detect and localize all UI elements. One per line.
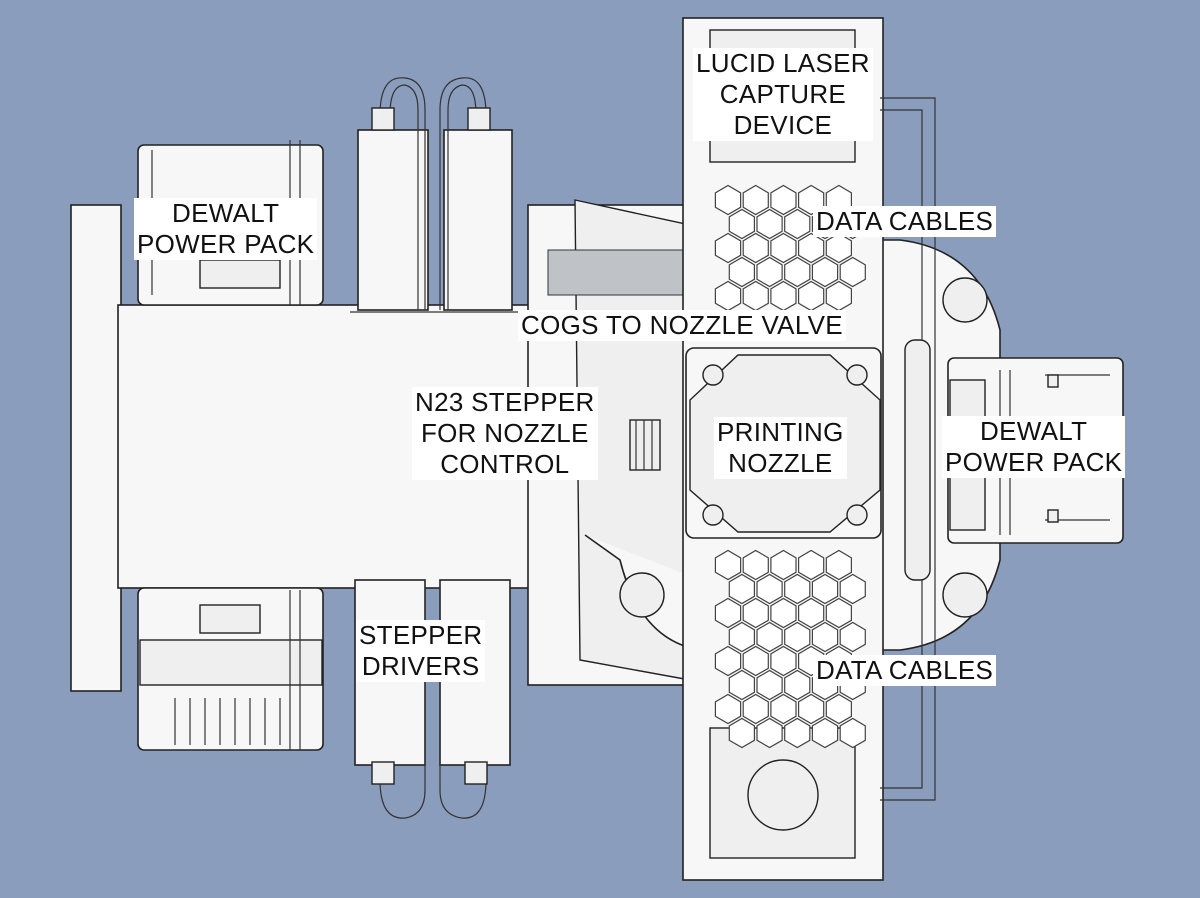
stepper-drivers-top [350, 77, 520, 313]
hex-cell [784, 208, 811, 240]
hex-cell [839, 256, 866, 288]
hex-cell [784, 256, 811, 288]
stepper-drivers-bottom [354, 579, 511, 819]
hex-cell [756, 621, 783, 653]
hex-cell [797, 597, 825, 629]
hex-cell [742, 232, 769, 264]
hex-cell [770, 645, 797, 677]
hex-cell [728, 256, 756, 288]
label-dewalt-power-pack-left: DEWALT POWER PACK [134, 198, 318, 260]
hex-cell [784, 717, 811, 749]
hex-cell [811, 256, 839, 288]
hex-cell [839, 573, 866, 605]
hex-cell [714, 693, 742, 725]
hex-cell [714, 184, 742, 216]
label-n23-stepper: N23 STEPPER FOR NOZZLE CONTROL [412, 387, 598, 480]
mount-bolt [942, 572, 988, 618]
hex-cell [742, 597, 769, 629]
hex-cell [742, 693, 769, 725]
hex-cell [811, 621, 839, 653]
hex-cell [839, 621, 866, 653]
hex-cell [784, 573, 811, 605]
hex-cell [770, 549, 797, 581]
hex-cell [714, 597, 742, 629]
hex-cell [728, 208, 756, 240]
hex-cell [811, 573, 839, 605]
hex-cell [728, 669, 756, 701]
mount-bolt [942, 277, 988, 323]
bottom-lens [747, 759, 819, 831]
data-cable-conduit [880, 97, 936, 801]
hex-cell [784, 621, 811, 653]
mount-bolt [619, 572, 665, 618]
cog-gear [547, 249, 689, 296]
hex-cell [825, 597, 853, 629]
hex-cell [770, 232, 797, 264]
label-printing-nozzle: PRINTING NOZZLE [714, 417, 847, 479]
hex-cell [742, 184, 769, 216]
hex-cell [770, 184, 797, 216]
hex-cell [797, 693, 825, 725]
hex-cell [825, 693, 853, 725]
label-lucid-laser-capture-device: LUCID LASER CAPTURE DEVICE [693, 48, 873, 141]
label-dewalt-power-pack-right: DEWALT POWER PACK [942, 416, 1126, 478]
hex-cell [825, 232, 853, 264]
hex-cell [756, 717, 783, 749]
label-stepper-drivers: STEPPER DRIVERS [356, 620, 486, 682]
label-data-cables-bottom: DATA CABLES [813, 655, 997, 686]
left-frame-bar [70, 204, 122, 692]
hex-cell [770, 693, 797, 725]
hex-cell [714, 232, 742, 264]
hex-cell [770, 597, 797, 629]
hex-cell [728, 621, 756, 653]
hex-grid-top [714, 184, 866, 312]
hex-cell [797, 549, 825, 581]
hex-cell [742, 549, 769, 581]
hex-cell [839, 717, 866, 749]
hex-cell [742, 645, 769, 677]
label-cogs-to-nozzle-valve: COGS TO NOZZLE VALVE [518, 310, 846, 341]
hex-cell [811, 717, 839, 749]
hex-cell [784, 669, 811, 701]
hex-cell [825, 549, 853, 581]
stepper-shaft-spring [629, 419, 661, 471]
hex-cell [756, 208, 783, 240]
hex-cell [756, 573, 783, 605]
hex-cell [728, 573, 756, 605]
hex-cell [756, 669, 783, 701]
label-data-cables-top: DATA CABLES [813, 206, 997, 237]
hex-cell [714, 645, 742, 677]
hex-cell [728, 717, 756, 749]
hex-cell [756, 256, 783, 288]
hex-cell [714, 549, 742, 581]
dewalt-battery-bottom-left [137, 587, 324, 751]
hex-cell [797, 232, 825, 264]
